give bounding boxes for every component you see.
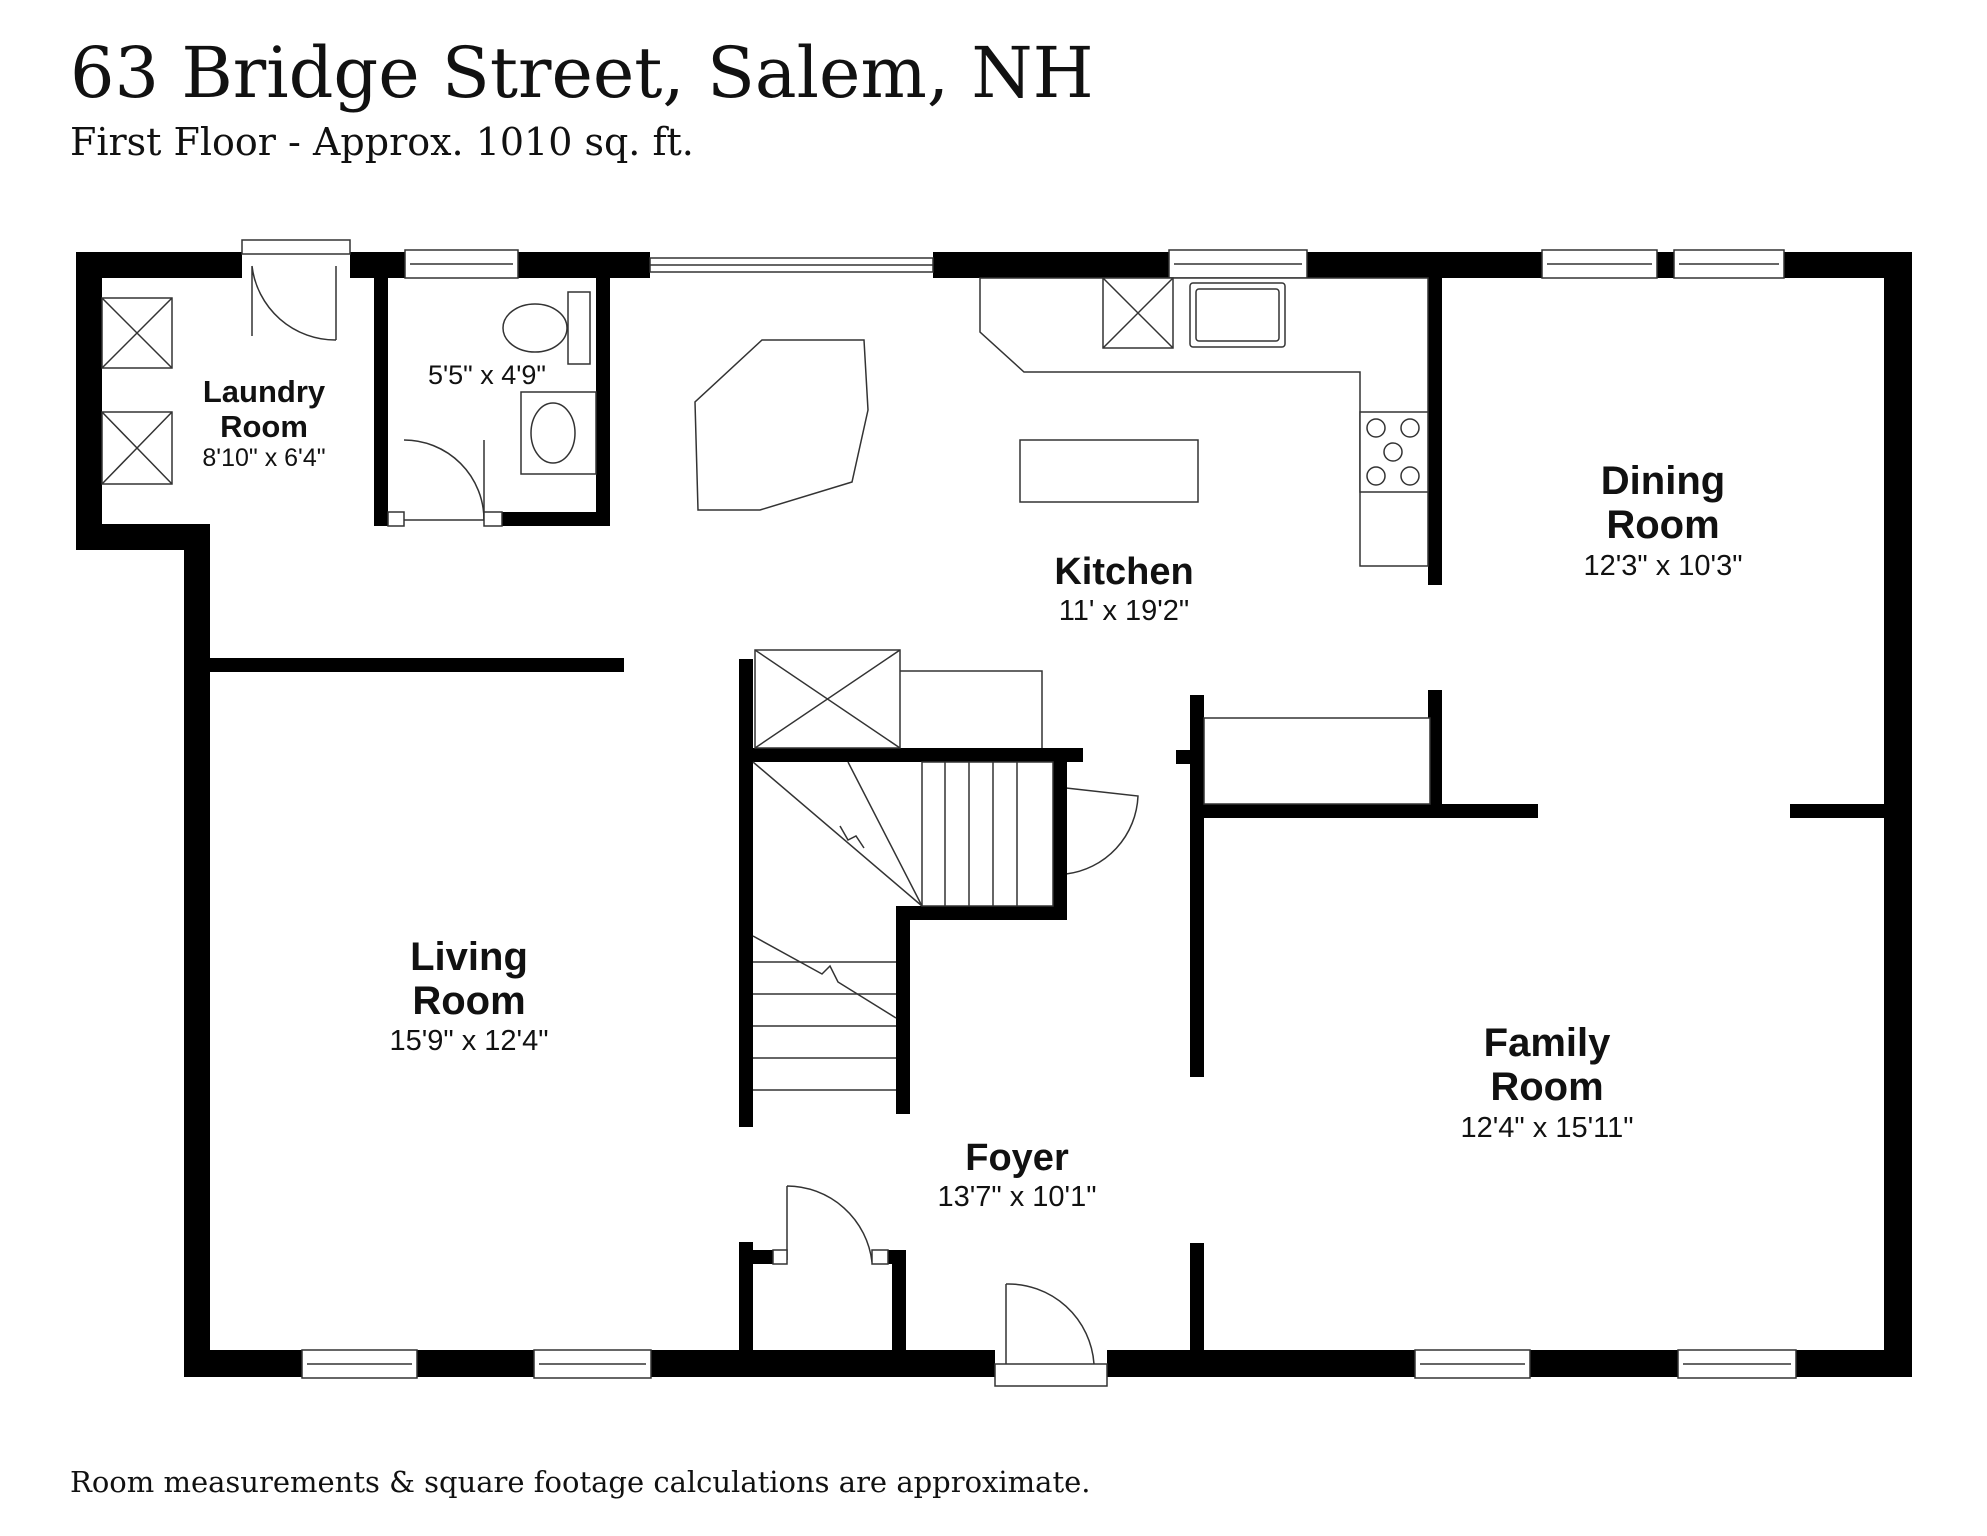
family-room-dims: 12'4" x 15'11" xyxy=(1460,1112,1633,1144)
living-room-dims: 15'9" x 12'4" xyxy=(389,1025,548,1057)
living-room-label-2: Room xyxy=(412,979,525,1023)
foyer-dims: 13'7" x 10'1" xyxy=(937,1181,1096,1213)
family-room-label-2: Room xyxy=(1490,1065,1603,1109)
page-title: 63 Bridge Street, Salem, NH xyxy=(70,32,1094,114)
foyer-label: Foyer xyxy=(965,1137,1069,1179)
laundry-room-label-1: Laundry xyxy=(203,374,326,409)
windows xyxy=(301,249,1797,1379)
family-room-label-1: Family xyxy=(1484,1021,1611,1065)
page-subtitle: First Floor - Approx. 1010 sq. ft. xyxy=(70,120,694,164)
interior-walls xyxy=(210,272,1898,1350)
room-labels: Laundry Room 8'10" x 6'4" 5'5" x 4'9" Ki… xyxy=(202,360,1742,1213)
living-room-label-1: Living xyxy=(410,935,528,979)
laundry-room-label-2: Room xyxy=(220,409,308,444)
doors xyxy=(241,239,1139,1387)
bathroom-dims: 5'5" x 4'9" xyxy=(428,360,546,390)
kitchen-dims: 11' x 19'2" xyxy=(1059,595,1189,627)
laundry-room-dims: 8'10" x 6'4" xyxy=(202,444,325,472)
fixtures xyxy=(101,277,1431,1110)
dining-room-dims: 12'3" x 10'3" xyxy=(1583,550,1742,582)
disclaimer-note: Room measurements & square footage calcu… xyxy=(70,1465,1091,1499)
dining-room-label-2: Room xyxy=(1606,503,1719,547)
kitchen-label: Kitchen xyxy=(1054,551,1193,593)
dining-room-label-1: Dining xyxy=(1601,459,1725,503)
